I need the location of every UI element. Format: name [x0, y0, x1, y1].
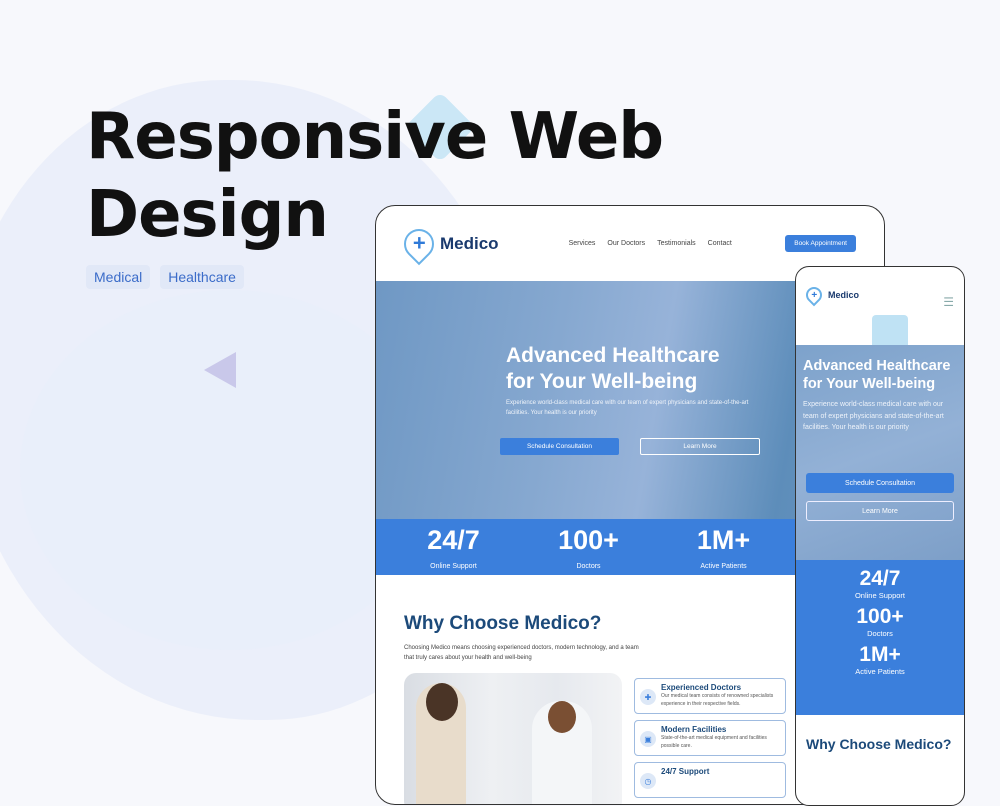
- decorative-triangle: [204, 352, 236, 388]
- mobile-header: +Medico ☰: [796, 267, 964, 347]
- stat: 100+Doctors: [558, 525, 619, 570]
- mobile-why-section: Why Choose Medico?: [806, 736, 952, 752]
- learn-more-button[interactable]: Learn More: [806, 501, 954, 521]
- heart-plus-icon: +: [397, 222, 441, 265]
- tag: Healthcare: [160, 265, 244, 289]
- desktop-header: +Medico Services Our Doctors Testimonial…: [376, 206, 884, 281]
- feature-card: ◷24/7 Support: [634, 762, 786, 798]
- why-text: Choosing Medico means choosing experienc…: [404, 645, 639, 661]
- heart-plus-icon: +: [802, 283, 826, 307]
- hero-text: Experience world-class medical care with…: [506, 400, 749, 416]
- logo[interactable]: +Medico: [397, 222, 499, 265]
- decorative-block: [872, 315, 908, 347]
- nav: Services Our Doctors Testimonials Contac…: [569, 240, 732, 247]
- hero-text: Experience world-class medical care with…: [803, 401, 944, 431]
- background-blob: [20, 290, 440, 650]
- book-appointment-button[interactable]: Book Appointment: [785, 235, 856, 252]
- logo[interactable]: +Medico: [802, 283, 954, 307]
- why-title: Why Choose Medico?: [404, 613, 602, 634]
- clipboard-icon: ▣: [640, 731, 656, 747]
- why-section: Why Choose Medico? Choosing Medico means…: [376, 575, 884, 663]
- doctor-bag-icon: ✚: [640, 689, 656, 705]
- support-icon: ◷: [640, 773, 656, 789]
- hamburger-icon[interactable]: ☰: [943, 295, 954, 309]
- nav-services[interactable]: Services: [568, 240, 596, 247]
- tag-list: Medical Healthcare: [86, 265, 244, 289]
- nav-doctors[interactable]: Our Doctors: [607, 240, 646, 247]
- doctor-patient-image: [404, 673, 622, 804]
- tag: Medical: [86, 265, 151, 289]
- nav-testimonials[interactable]: Testimonials: [657, 240, 696, 247]
- learn-more-button[interactable]: Learn More: [640, 438, 760, 455]
- nav-contact[interactable]: Contact: [707, 240, 732, 247]
- schedule-consultation-button[interactable]: Schedule Consultation: [500, 438, 619, 455]
- stat: 1M+Active Patients: [696, 525, 751, 570]
- schedule-consultation-button[interactable]: Schedule Consultation: [806, 473, 954, 493]
